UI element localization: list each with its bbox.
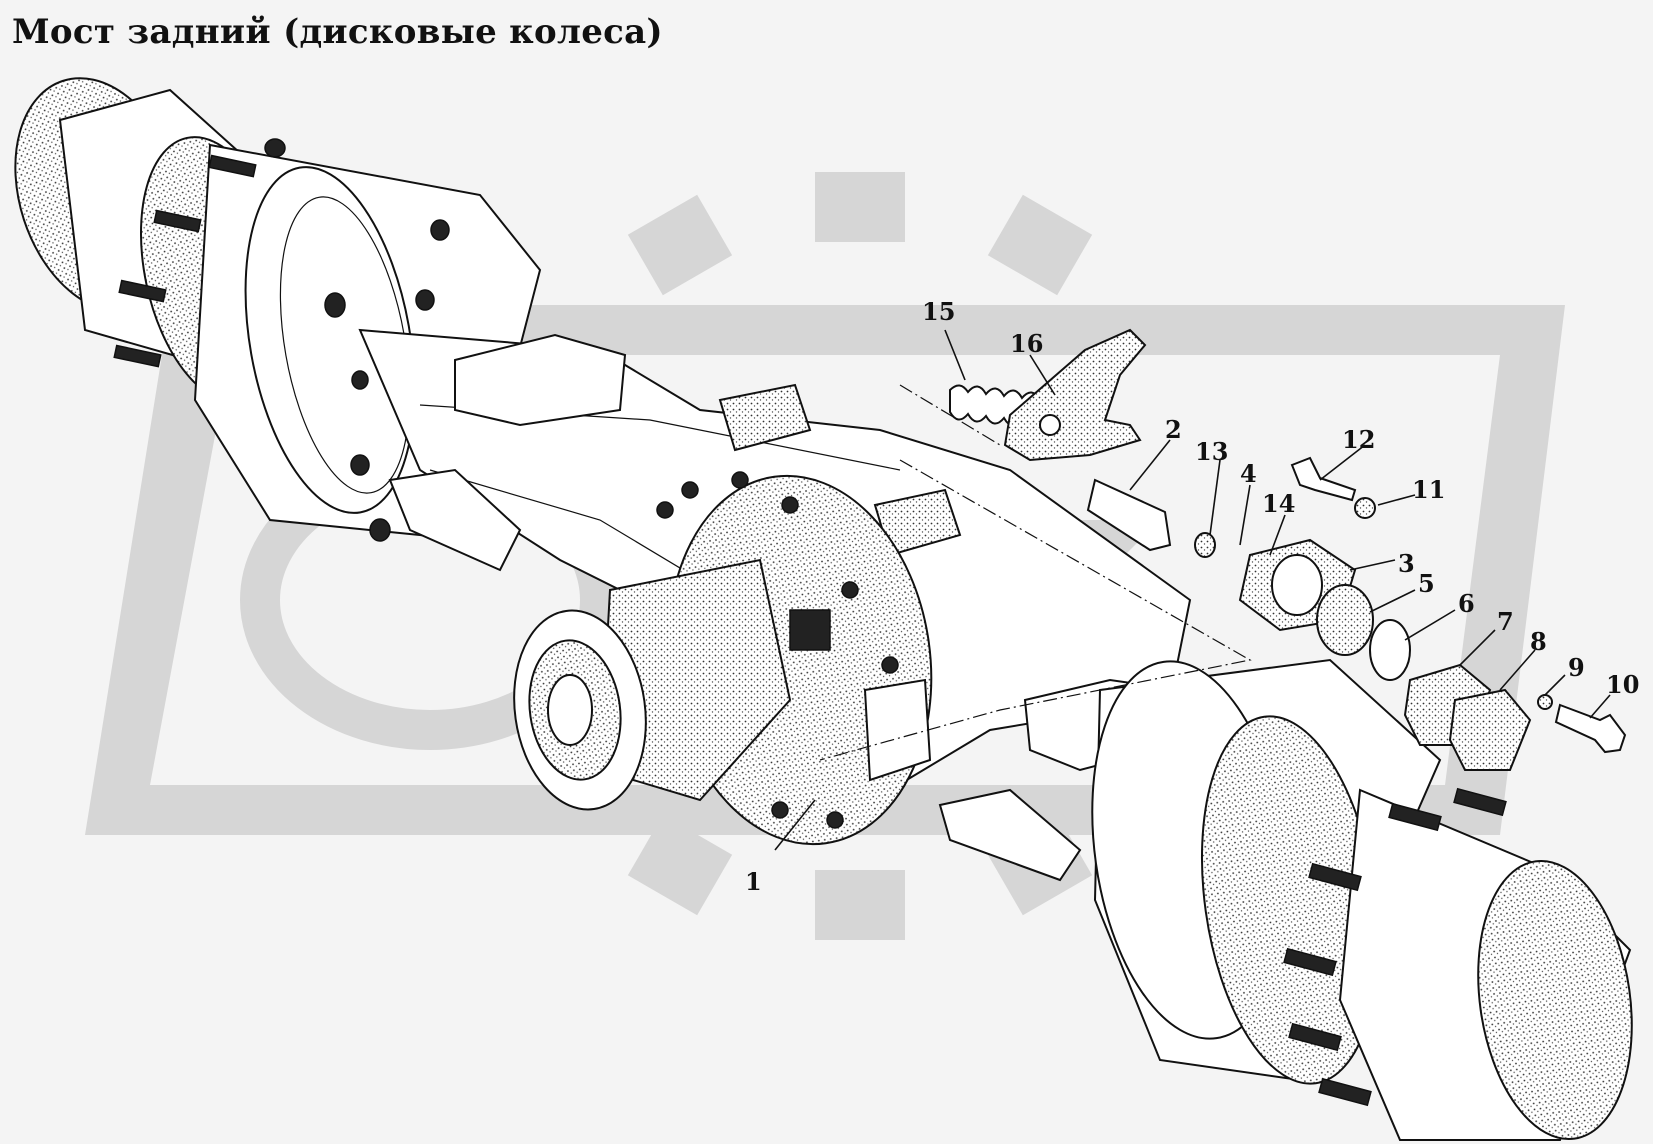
part-6-ring <box>1369 619 1411 681</box>
callout-1: 1 <box>745 867 762 896</box>
part-2-pin <box>1086 478 1172 552</box>
spring-seat-right-lower <box>938 788 1082 882</box>
callouts: 1 2 3 4 5 6 7 8 9 10 11 12 13 14 15 16 <box>745 297 1639 896</box>
callout-3: 3 <box>1398 549 1415 578</box>
callout-12: 12 <box>1342 425 1375 454</box>
part-11-washer <box>1354 497 1376 519</box>
housing-shadow <box>789 609 831 651</box>
callout-11: 11 <box>1412 475 1445 504</box>
left-wheel-studs <box>113 154 257 368</box>
right-wheel-studs <box>1283 787 1507 1107</box>
callout-9: 9 <box>1568 653 1585 682</box>
part-13-nut <box>1194 532 1216 558</box>
part-8-flange <box>1448 688 1532 771</box>
page-title: Мост задний (дисковые колеса) <box>12 12 663 52</box>
part-10-bolt <box>1554 703 1627 754</box>
callout-7: 7 <box>1497 607 1514 636</box>
callout-15: 15 <box>922 297 955 326</box>
fork-hole <box>1039 414 1061 436</box>
watermark-gear <box>627 172 1093 940</box>
side-cover <box>863 678 932 782</box>
part-9-washer <box>1537 694 1553 710</box>
reducer-housing <box>513 471 933 846</box>
callout-4: 4 <box>1240 459 1257 488</box>
part-12-bolt <box>1290 456 1357 502</box>
right-wheel-hub <box>1091 658 1633 1141</box>
callout-13: 13 <box>1195 437 1228 466</box>
leader-lines <box>774 329 1611 851</box>
callout-14: 14 <box>1262 489 1295 518</box>
beam-bracket-upper <box>718 383 812 452</box>
callout-6: 6 <box>1458 589 1475 618</box>
callout-5: 5 <box>1418 569 1435 598</box>
exploded-parts <box>949 328 1627 771</box>
callout-8: 8 <box>1530 627 1547 656</box>
part-5-bushing <box>1316 584 1374 656</box>
spring-seat-left-lower <box>388 468 522 572</box>
callout-10: 10 <box>1606 670 1639 699</box>
spring-seat-left <box>454 333 627 427</box>
callout-16: 16 <box>1010 329 1043 358</box>
callout-2: 2 <box>1165 415 1182 444</box>
